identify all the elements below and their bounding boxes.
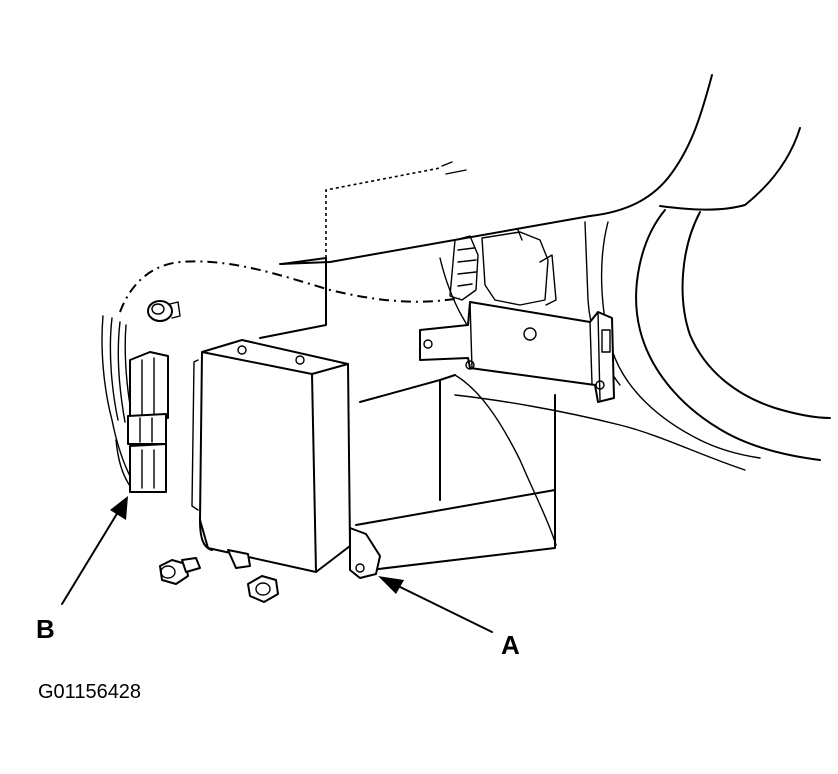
ecm-unit [191,339,381,579]
hidden-line [325,167,441,258]
body-harness [449,229,557,306]
upper-bolt [147,300,181,322]
hidden-mark [441,161,467,175]
mounting-bracket [419,301,615,403]
ecm-connectors [101,315,169,493]
callout-label-a: A [501,630,520,660]
lower-bolts [159,557,279,603]
callout-arrow-b [61,496,128,605]
figure-id: G01156428 [38,681,142,703]
callout-label-b: B [36,614,55,644]
routing-line [119,260,461,313]
callout-arrow-a [378,576,493,633]
